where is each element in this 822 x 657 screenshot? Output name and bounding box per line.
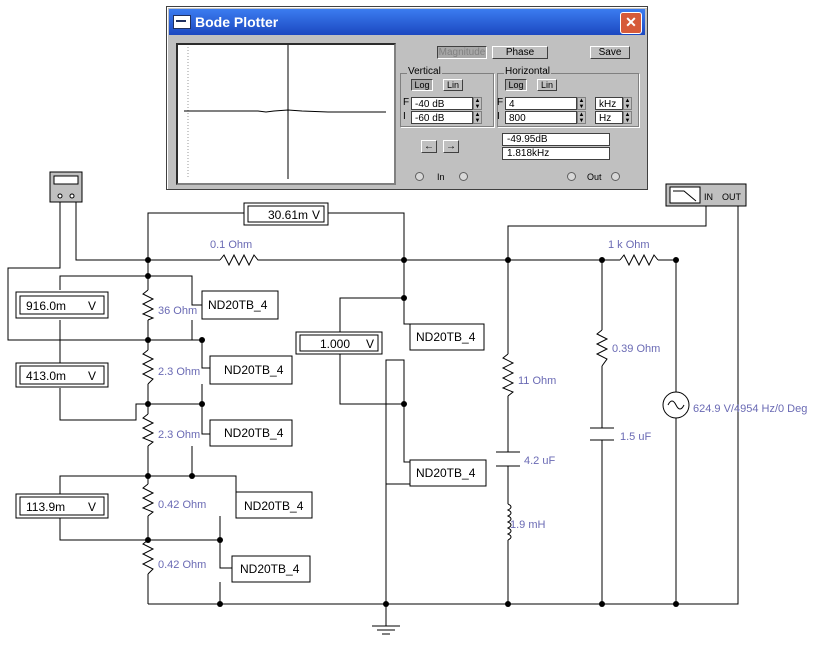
label-source: 624.9 V/4954 Hz/0 Deg — [693, 403, 807, 415]
resistors — [141, 253, 659, 575]
horizontal-i-label: I — [497, 111, 500, 122]
in-terminal-minus[interactable] — [459, 172, 468, 181]
nd-block-3[interactable]: ND20TB_4 — [209, 419, 293, 447]
nd-block-1-label: ND20TB_4 — [208, 298, 268, 312]
voltmeter-top[interactable]: 30.61m V — [243, 202, 329, 226]
voltmeter-113-value: 113.9m — [26, 500, 65, 514]
inductor — [506, 503, 512, 541]
horizontal-final-field[interactable]: 4 — [505, 97, 577, 110]
nd-block-7-label: ND20TB_4 — [240, 562, 300, 576]
close-button[interactable]: ✕ — [620, 12, 642, 34]
label-r1k: 1 k Ohm — [608, 239, 650, 251]
vertical-log-button[interactable]: Log — [411, 79, 433, 91]
nd-block-2[interactable]: ND20TB_4 — [209, 355, 293, 385]
label-l19: 1.9 mH — [510, 519, 546, 531]
label-c15: 1.5 uF — [620, 431, 651, 443]
label-r042b: 0.42 Ohm — [158, 559, 206, 571]
ac-source — [662, 391, 690, 419]
horizontal-initial-spinner[interactable]: ▲▼ — [577, 111, 586, 124]
voltmeter-113[interactable]: 113.9m V — [15, 493, 109, 519]
voltmeter-top-value: 30.61m — [268, 208, 308, 222]
vertical-final-field[interactable]: -40 dB — [411, 97, 473, 110]
label-r11: 11 Ohm — [518, 375, 556, 387]
horizontal-log-button[interactable]: Log — [505, 79, 527, 91]
horizontal-f-label: F — [497, 97, 504, 108]
cursor-left-button[interactable]: ← — [421, 140, 437, 153]
nd-block-6-label: ND20TB_4 — [244, 499, 304, 513]
multimeter-icon[interactable] — [49, 171, 83, 203]
label-r23a: 2.3 Ohm — [158, 366, 200, 378]
horizontal-lin-button[interactable]: Lin — [537, 79, 557, 91]
bode-plotter-icon[interactable]: IN OUT — [665, 183, 747, 207]
label-r36: 36 Ohm — [158, 305, 197, 317]
label-r01: 0.1 Ohm — [210, 239, 252, 251]
nd-block-7[interactable]: ND20TB_4 — [231, 555, 311, 583]
nd-block-4[interactable]: ND20TB_4 — [409, 323, 485, 351]
label-r039: 0.39 Ohm — [612, 343, 660, 355]
horizontal-initial-unit-spinner[interactable]: ▲▼ — [623, 111, 632, 124]
in-terminal-plus[interactable] — [415, 172, 424, 181]
voltmeter-1000-unit: V — [366, 337, 374, 351]
voltmeter-413[interactable]: 413.0m V — [15, 362, 109, 388]
voltmeter-413-value: 413.0m — [26, 369, 66, 383]
bode-icon-out-label: OUT — [722, 192, 742, 202]
label-r042a: 0.42 Ohm — [158, 499, 206, 511]
voltmeter-916-unit: V — [88, 299, 96, 313]
nd-block-1[interactable]: ND20TB_4 — [201, 290, 279, 320]
voltmeter-113-unit: V — [88, 500, 96, 514]
window-title: Bode Plotter — [195, 14, 279, 30]
voltmeter-top-unit: V — [312, 208, 320, 222]
junction-dots — [145, 257, 679, 607]
horizontal-group: Horizontal — [497, 66, 639, 127]
voltmeter-1000[interactable]: 1.000 V — [295, 331, 383, 355]
window-app-icon — [173, 15, 191, 29]
component-labels: 0.1 Ohm 1 k Ohm 36 Ohm 2.3 Ohm 2.3 Ohm 0… — [158, 239, 807, 571]
vertical-lin-button[interactable]: Lin — [443, 79, 463, 91]
vertical-final-spinner[interactable]: ▲▼ — [473, 97, 482, 110]
horizontal-initial-field[interactable]: 800 — [505, 111, 577, 124]
out-terminal-plus[interactable] — [567, 172, 576, 181]
vertical-i-label: I — [403, 111, 406, 122]
horizontal-final-spinner[interactable]: ▲▼ — [577, 97, 586, 110]
bode-plotter-window: Bode Plotter ✕ Magnitude Phase Save Vert… — [166, 6, 648, 190]
in-terminal-label: In — [437, 172, 445, 182]
wires — [7, 202, 739, 635]
vertical-group-label: Vertical — [407, 66, 442, 77]
horizontal-initial-unit[interactable]: Hz — [595, 111, 623, 124]
nd-block-5-label: ND20TB_4 — [416, 466, 476, 480]
nd-block-6[interactable]: ND20TB_4 — [235, 491, 313, 519]
bode-plot-area — [176, 43, 396, 185]
horizontal-final-unit-spinner[interactable]: ▲▼ — [623, 97, 632, 110]
phase-button[interactable]: Phase — [492, 46, 548, 59]
voltmeter-413-unit: V — [88, 369, 96, 383]
horizontal-group-label: Horizontal — [504, 66, 552, 77]
vertical-initial-field[interactable]: -60 dB — [411, 111, 473, 124]
vertical-f-label: F — [403, 97, 410, 108]
vertical-initial-spinner[interactable]: ▲▼ — [473, 111, 482, 124]
label-c42: 4.2 uF — [524, 455, 555, 467]
cursor-right-button[interactable]: → — [443, 140, 459, 153]
bode-icon-in-label: IN — [704, 192, 713, 202]
nd-block-3-label: ND20TB_4 — [224, 426, 284, 440]
voltmeter-1000-value: 1.000 — [320, 337, 350, 351]
label-r23b: 2.3 Ohm — [158, 429, 200, 441]
out-terminal-minus[interactable] — [611, 172, 620, 181]
voltmeter-916[interactable]: 916.0m V — [15, 291, 109, 319]
frequency-readout: 1.818kHz — [502, 147, 610, 160]
nd-block-2-label: ND20TB_4 — [224, 363, 284, 377]
nd-block-4-label: ND20TB_4 — [416, 330, 476, 344]
bode-title-bar[interactable]: Bode Plotter ✕ — [169, 9, 645, 35]
voltmeter-916-value: 916.0m — [26, 299, 66, 313]
vertical-group: Vertical — [400, 66, 494, 127]
horizontal-final-unit[interactable]: kHz — [595, 97, 623, 110]
out-terminal-label: Out — [587, 172, 602, 182]
nd-block-5[interactable]: ND20TB_4 — [409, 459, 487, 487]
magnitude-button[interactable]: Magnitude — [437, 46, 487, 59]
magnitude-readout: -49.95dB — [502, 133, 610, 146]
save-button[interactable]: Save — [590, 46, 630, 59]
bode-plot-graph — [184, 45, 386, 179]
capacitors — [496, 427, 614, 467]
